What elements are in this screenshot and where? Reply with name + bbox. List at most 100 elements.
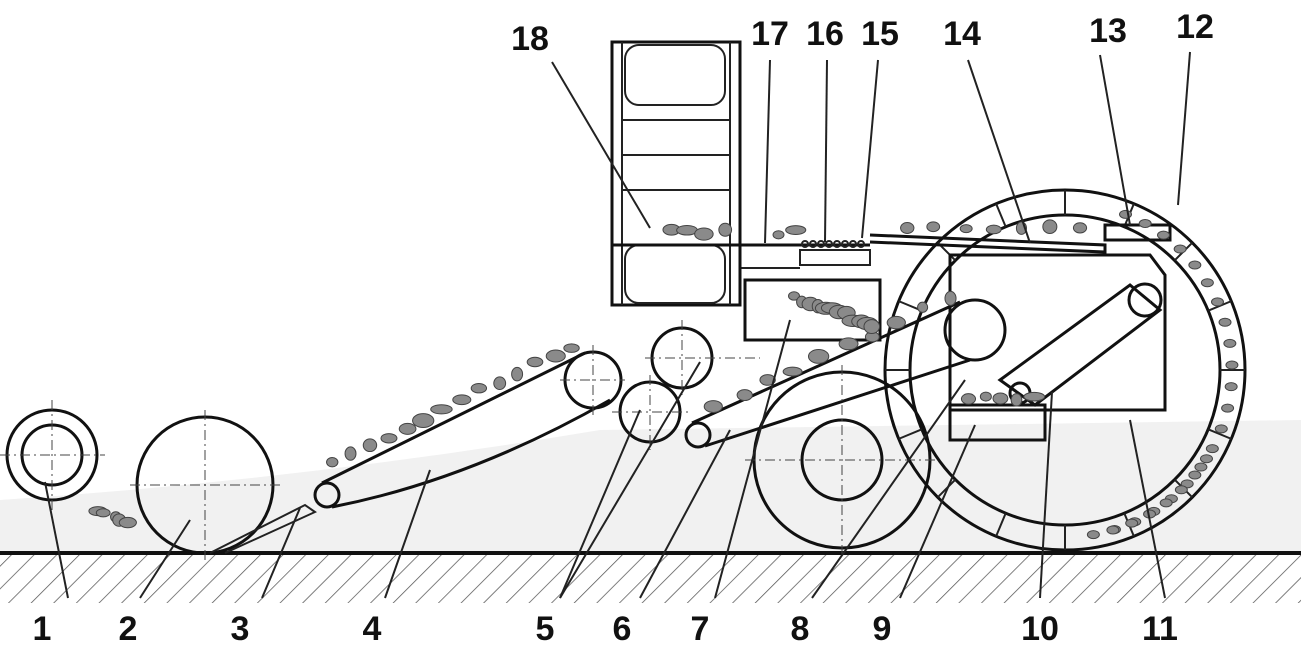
stone	[118, 516, 137, 529]
primary-conveyor	[313, 345, 625, 509]
leader-line-10	[1039, 391, 1053, 599]
stone	[1119, 209, 1133, 219]
frame-box	[948, 253, 1167, 412]
stone	[863, 319, 881, 335]
part-label-7: 7	[691, 610, 710, 648]
stone	[545, 349, 566, 363]
stone	[1214, 424, 1228, 434]
stone	[1188, 260, 1202, 270]
collecting-box	[948, 403, 1047, 442]
soil-ground	[0, 420, 1301, 603]
part-label-1: 1	[33, 610, 52, 648]
stone	[944, 290, 957, 306]
stone	[1042, 219, 1058, 235]
leader-line-2	[139, 519, 191, 599]
stone	[960, 393, 977, 405]
part-label-12: 12	[1176, 8, 1214, 46]
stone	[398, 422, 417, 435]
stone	[344, 446, 357, 461]
stone	[917, 301, 929, 313]
leader-line-7	[714, 319, 791, 599]
lifting-ring	[883, 188, 1247, 552]
stone	[703, 400, 723, 413]
separating-rollers	[612, 320, 760, 450]
stone	[470, 382, 488, 394]
stone	[788, 291, 801, 301]
leader-line-8	[811, 379, 966, 599]
leader-line-13	[1099, 54, 1131, 226]
stone	[838, 337, 859, 351]
part-label-9: 9	[873, 610, 892, 648]
stone	[1023, 391, 1046, 402]
stone	[1156, 230, 1170, 240]
stone	[1173, 244, 1187, 254]
stone	[807, 348, 830, 364]
stone	[1086, 530, 1100, 540]
part-label-17: 17	[751, 15, 789, 53]
stone	[1194, 462, 1208, 472]
part-label-11: 11	[1142, 610, 1178, 648]
stone	[782, 366, 803, 377]
leader-line-1	[44, 481, 69, 599]
part-label-15: 15	[861, 15, 899, 53]
stone	[452, 394, 472, 406]
leader-line-15	[861, 59, 879, 239]
storage-drum	[610, 40, 742, 307]
leader-line-12	[1177, 51, 1191, 206]
leader-line-5	[559, 361, 701, 599]
leader-line-5	[559, 409, 641, 599]
leader-line-18	[551, 61, 651, 229]
front-roller	[0, 400, 105, 510]
stone	[1205, 444, 1219, 454]
stone	[430, 404, 453, 415]
stones	[88, 209, 1239, 540]
leader-line-16	[824, 59, 828, 243]
part-label-13: 13	[1089, 12, 1127, 50]
stone	[718, 222, 733, 237]
stone	[563, 343, 580, 353]
stone	[759, 374, 776, 386]
part-label-18: 18	[511, 20, 549, 58]
part-label-5: 5	[536, 610, 555, 648]
leader-line-14	[967, 59, 1031, 244]
stone	[772, 230, 785, 240]
stone	[886, 315, 906, 330]
leader-line-11	[1129, 419, 1166, 599]
stone	[1072, 222, 1088, 234]
part-label-4: 4	[363, 610, 382, 648]
leader-line-9	[899, 424, 976, 599]
stone	[1225, 360, 1239, 370]
stone	[380, 433, 398, 444]
stone	[959, 224, 973, 234]
stone	[1200, 278, 1214, 288]
stone	[926, 221, 941, 233]
stone	[1174, 485, 1188, 495]
stone	[511, 366, 524, 382]
part-label-3: 3	[231, 610, 250, 648]
ground-wheel	[130, 410, 280, 560]
stone	[1159, 498, 1173, 508]
stone	[326, 456, 339, 468]
stone	[900, 222, 915, 234]
part-label-10: 10	[1021, 610, 1059, 648]
stone	[985, 224, 1002, 235]
top-box	[1103, 223, 1172, 242]
stone	[785, 225, 807, 235]
hopper-box	[743, 278, 882, 342]
stone	[1010, 393, 1023, 407]
stone	[1218, 317, 1232, 327]
part-label-2: 2	[119, 610, 138, 648]
stone	[1125, 518, 1139, 528]
leader-line-3	[261, 507, 301, 599]
part-label-6: 6	[613, 610, 632, 648]
stone	[412, 413, 435, 429]
stone	[992, 392, 1009, 405]
stone	[1188, 470, 1202, 480]
leader-line-17	[764, 59, 771, 244]
leader-line-6	[639, 429, 731, 599]
stone	[1210, 297, 1224, 307]
stone	[1138, 219, 1152, 229]
secondary-conveyor	[684, 298, 1007, 449]
part-label-8: 8	[791, 610, 810, 648]
